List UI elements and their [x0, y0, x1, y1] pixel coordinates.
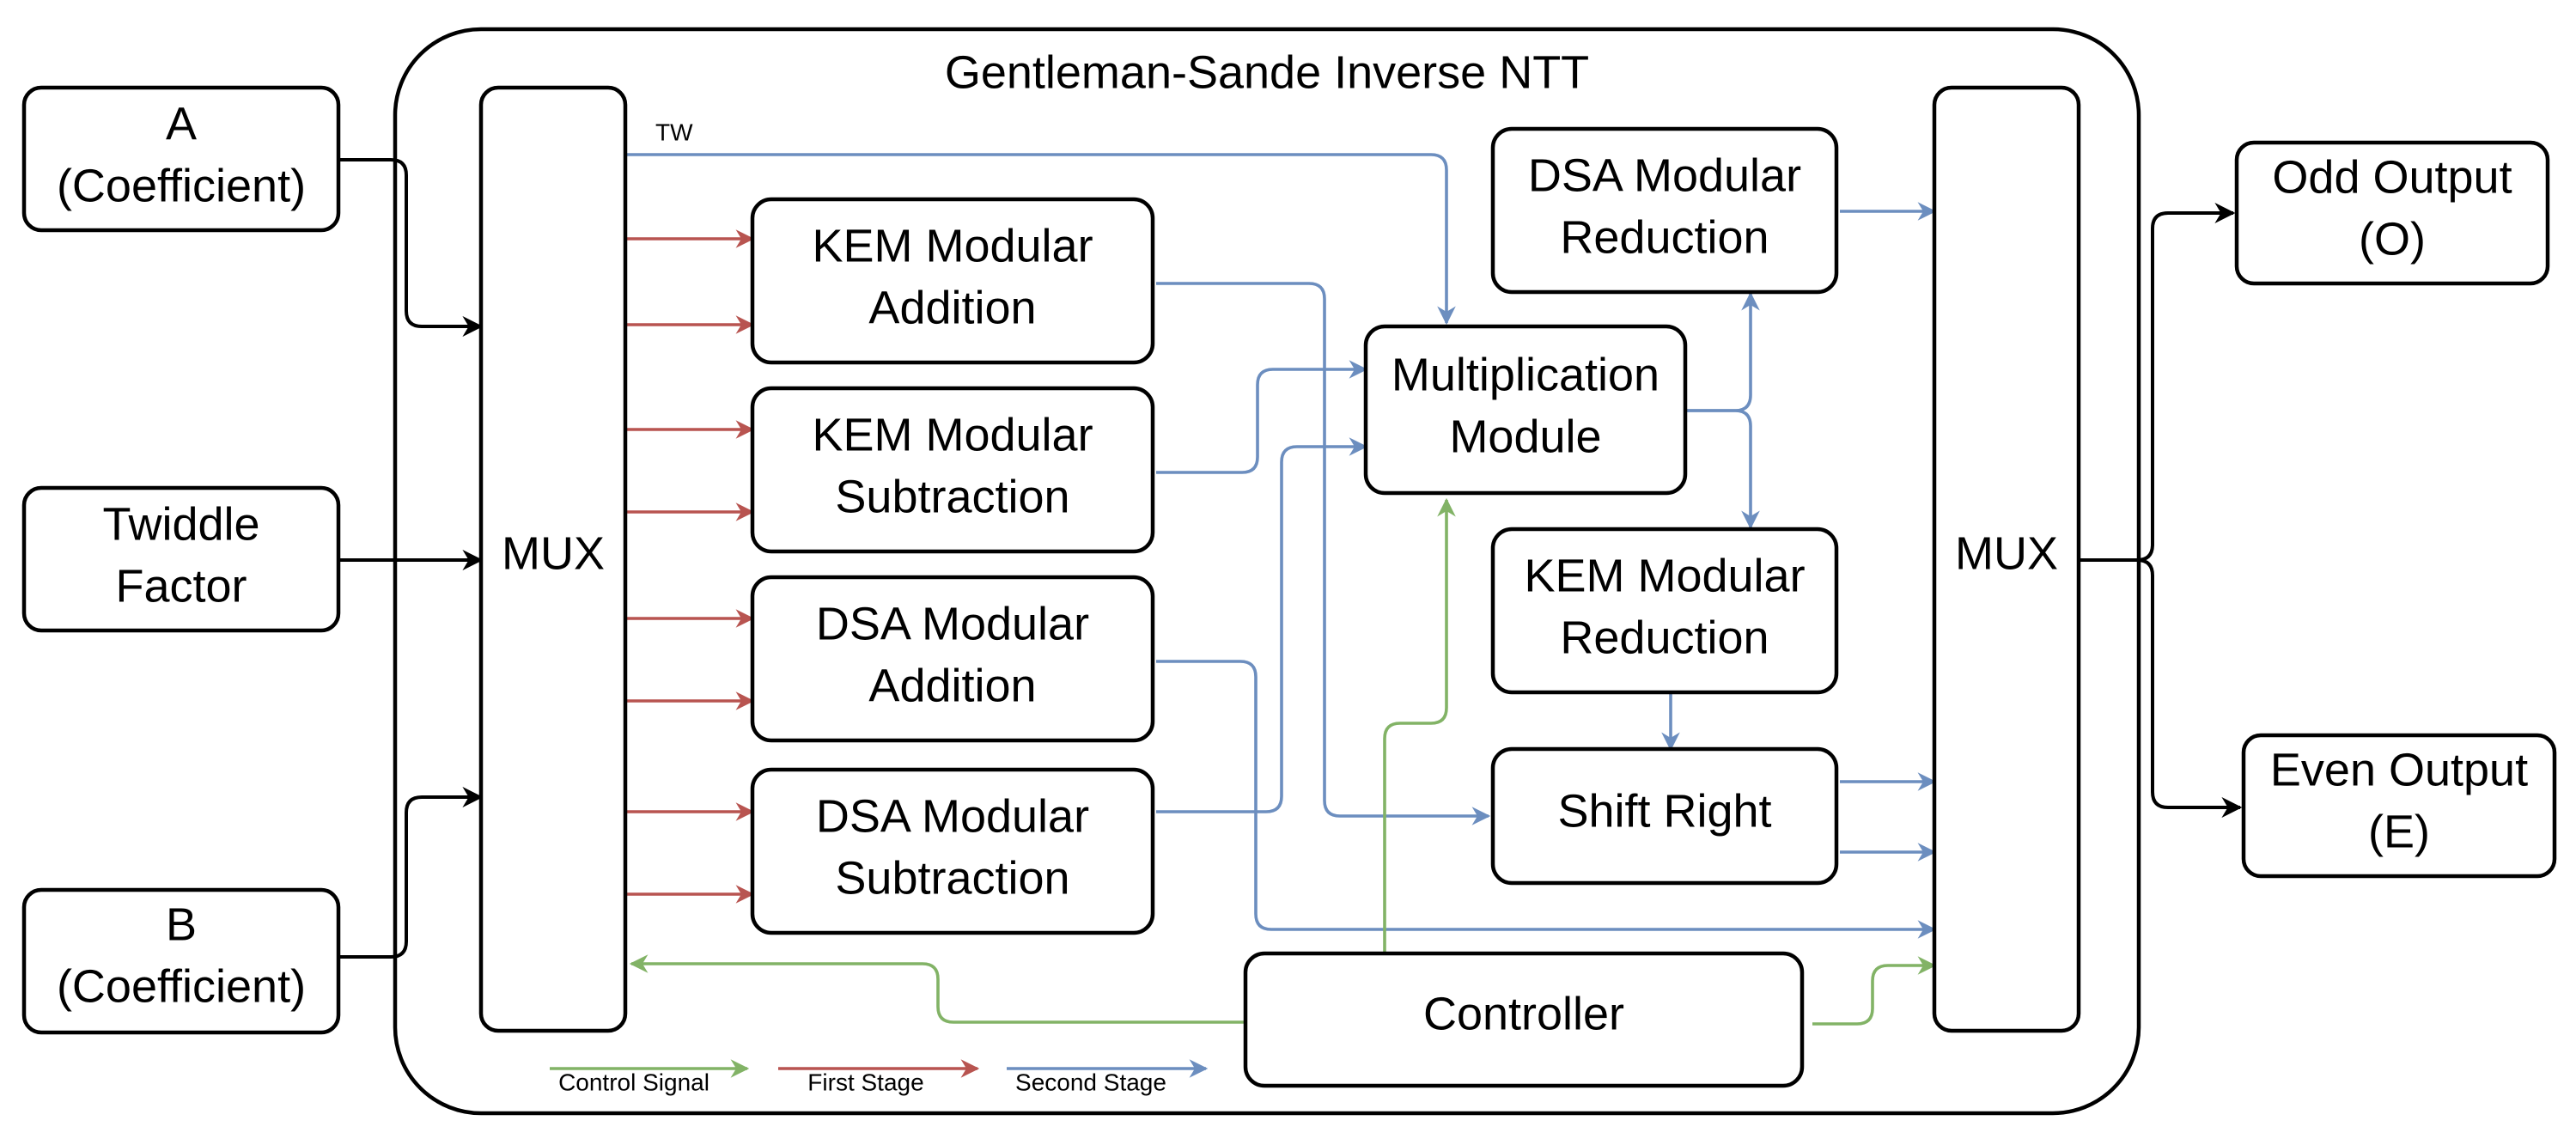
shift-right-label: Shift Right [1557, 785, 1771, 837]
input-b-line1: B [166, 898, 197, 950]
mux-input-label: MUX [502, 527, 605, 579]
dsa-add-line2: Addition [868, 660, 1036, 711]
input-a-line1: A [166, 98, 197, 149]
legend-second-label: Second Stage [1015, 1069, 1166, 1095]
kem-add-line1: KEM Modular [812, 220, 1093, 271]
legend-control-label: Control Signal [558, 1069, 709, 1095]
input-a-box: A (Coefficient) [21, 85, 341, 233]
even-output-line1: Even Output [2270, 744, 2528, 795]
wire-mux-to-even [2080, 558, 2243, 818]
legend: Control Signal First Stage Second Stage [550, 1059, 1209, 1095]
kem-sub-line2: Subtraction [835, 471, 1069, 522]
dsa-sub-line2: Subtraction [835, 852, 1069, 904]
dsa-red-line2: Reduction [1560, 211, 1769, 263]
wire-b-to-mux [339, 787, 484, 959]
wire-dsaadd-to-mux [1156, 660, 1937, 939]
odd-output-line2: (O) [2359, 213, 2426, 265]
twiddle-line1: Twiddle [102, 498, 259, 550]
kem-red-line2: Reduction [1560, 612, 1769, 663]
odd-output-line1: Odd Output [2272, 151, 2512, 203]
mux-output: MUX [1932, 85, 2081, 1033]
input-b-box: B (Coefficient) [21, 887, 341, 1035]
mux-input: MUX [478, 85, 628, 1033]
mux-output-label: MUX [1955, 527, 2058, 579]
dsa-add-line1: DSA Modular [816, 598, 1089, 649]
kem-modular-reduction-box: KEM Modular Reduction [1490, 527, 1839, 695]
wire-ctrl-to-mult [1383, 497, 1456, 953]
odd-output-box: Odd Output (O) [2234, 140, 2550, 286]
dsa-modular-reduction-box: DSA Modular Reduction [1490, 126, 1839, 295]
kem-add-line2: Addition [868, 282, 1036, 333]
dsa-sub-line1: DSA Modular [816, 790, 1089, 842]
twiddle-line2: Factor [115, 560, 247, 612]
ntt-container [393, 27, 2141, 1116]
wire-ctrl-to-mux-out [1812, 956, 1937, 1026]
kem-red-line1: KEM Modular [1524, 550, 1805, 601]
twiddle-factor-box: Twiddle Factor [21, 485, 341, 633]
diagram-title: Gentleman-Sande Inverse NTT [945, 46, 1589, 98]
multiplication-module-box: Multiplication Module [1363, 324, 1688, 496]
even-output-box: Even Output (E) [2241, 733, 2557, 879]
wire-ctrl-to-mux-in [629, 954, 1245, 1024]
input-a-line2: (Coefficient) [57, 160, 306, 211]
first-stage-wires [625, 229, 755, 904]
control-wires [629, 497, 1937, 1026]
shift-right-box: Shift Right [1490, 746, 1839, 886]
dsa-red-line1: DSA Modular [1528, 149, 1801, 201]
wire-kemadd-to-shift [1156, 282, 1491, 825]
kem-modular-subtraction-box: KEM Modular Subtraction [750, 386, 1155, 554]
wire-a-to-mux [339, 158, 484, 337]
kem-sub-line1: KEM Modular [812, 409, 1093, 460]
input-b-line2: (Coefficient) [57, 960, 306, 1012]
mult-line1: Multiplication [1392, 349, 1659, 400]
tw-label: TW [655, 119, 693, 145]
wire-kemsub-to-mult [1156, 360, 1368, 474]
second-stage-wires [625, 153, 1937, 939]
wire-dsasub-to-mult [1156, 437, 1368, 813]
dsa-modular-addition-box: DSA Modular Addition [750, 575, 1155, 743]
controller-box: Controller [1243, 951, 1805, 1088]
wire-mult-to-kemred [1686, 409, 1760, 530]
legend-first-label: First Stage [807, 1069, 923, 1095]
dsa-modular-subtraction-box: DSA Modular Subtraction [750, 767, 1155, 935]
even-output-line2: (E) [2368, 806, 2430, 857]
mult-line2: Module [1449, 411, 1601, 462]
controller-label: Controller [1423, 988, 1624, 1039]
kem-modular-addition-box: KEM Modular Addition [750, 197, 1155, 365]
wire-tw-to-mult [625, 153, 1456, 326]
